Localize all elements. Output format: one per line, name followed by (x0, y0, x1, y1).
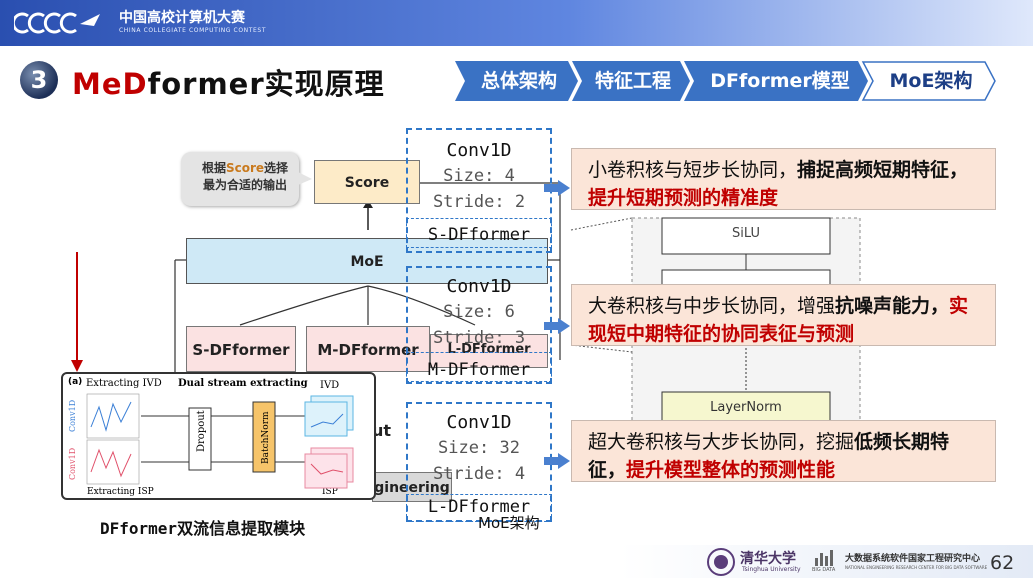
arrow-right-icon (544, 453, 570, 469)
page-number: 62 (990, 552, 1015, 574)
footer-bar (0, 545, 1033, 578)
callout3-part4: 提升模型整体的预测性能 (626, 459, 836, 481)
inset-isp: ISP (322, 487, 338, 497)
contest-logo-icon (14, 12, 100, 34)
callout2-part2: 抗噪声能力 (835, 295, 931, 317)
header-banner (0, 0, 1033, 46)
inset-ivd: IVD (320, 380, 340, 391)
university-name: 清华大学 (740, 551, 796, 567)
conv1-stride: Stride: 2 (432, 192, 526, 212)
callout-xlarge-kernel: 超大卷积核与大步长协同，挖掘低频长期特征，提升模型整体的预测性能 (571, 420, 996, 482)
score-node: Score (314, 160, 420, 204)
breadcrumb-item-moe[interactable]: MoE架构 (889, 70, 973, 92)
arrow-right-icon (544, 318, 570, 334)
inset-panel-label: (a) (68, 377, 83, 387)
inset-dropout-label: Dropout (196, 410, 207, 452)
conv1-title: Conv1D (446, 140, 512, 161)
conv2-size: Size: 6 (443, 302, 515, 322)
breadcrumb-item-overall[interactable]: 总体架构 (480, 70, 557, 92)
callout1-part2: 捕捉高频短期特征 (797, 159, 950, 181)
breadcrumb (455, 61, 996, 101)
layernorm-label: LayerNorm (710, 400, 782, 415)
inset-conv1d-bottom-label: Conv1D (68, 448, 77, 480)
conv3-size: Size: 32 (438, 438, 520, 458)
arrow-right-icon (544, 180, 570, 196)
l-dfformer-node: L-DFformer (430, 334, 548, 368)
callout1-part1: 小卷积核与短步长协同， (588, 159, 798, 181)
section-number-badge: 3 (20, 61, 58, 99)
conv-label-frame-large (406, 494, 552, 522)
callout-large-kernel: 大卷积核与中步长协同，增强抗噪声能力，实现短中期特征的协同表征与预测 (571, 284, 996, 346)
inset-extracting-ivd: Extracting IVD (86, 378, 162, 389)
research-center-name-en: NATIONAL ENGINEERING RESEARCH CENTER FOR… (845, 565, 988, 570)
output-node-partial: ut (372, 408, 412, 454)
big-data-bars-icon (815, 550, 833, 566)
callout1-part3: ， (949, 159, 969, 181)
breadcrumb-step-1-shape (455, 61, 578, 101)
callout1-part4: 提升短期预测的精准度 (588, 187, 779, 209)
inset-drawing: Conv1D Conv1D Dropout BatchNorm (68, 393, 354, 489)
conv-label-frame-small (406, 218, 552, 248)
conv-label-frame-medium (406, 352, 552, 382)
contest-subtitle: CHINA COLLEGIATE COMPUTING CONTEST (119, 27, 267, 34)
breadcrumb-item-dfformer[interactable]: DFformer模型 (710, 70, 850, 92)
tsinghua-seal-icon (707, 548, 735, 576)
bubble-tail-icon (298, 172, 312, 185)
moe-node: MoE (186, 238, 548, 284)
feature-engineering-node: gineering (372, 472, 452, 502)
conv3-stride: Stride: 4 (432, 464, 526, 484)
inset-batchnorm-label: BatchNorm (261, 411, 271, 464)
conv2-label: M-DFformer (427, 360, 531, 380)
conv1-label: S-DFformer (427, 225, 531, 245)
callout2-part4: 实现短中期特征的协同表征与预测 (588, 295, 969, 345)
m-dfformer-node: M-DFformer (306, 326, 430, 372)
score-note-line2: 最为合适的输出 (202, 178, 287, 192)
callout-small-kernel: 小卷积核与短步长协同，捕捉高频短期特征， 提升短期预测的精准度 (571, 148, 996, 210)
breadcrumb-step-2-shape (572, 61, 690, 101)
conv1-size: Size: 4 (443, 166, 515, 186)
inset-caption: DFformer双流信息提取模块 (100, 519, 306, 538)
breadcrumb-item-features[interactable]: 特征工程 (594, 70, 671, 92)
slide-title: MeDformer实现原理 (72, 61, 385, 103)
score-note-text: 根据Score选择 最为合适的输出 (190, 160, 300, 194)
research-center-name: 大数据系统软件国家工程研究中心 (845, 554, 981, 564)
callout3-part1: 超大卷积核与大步长协同，挖掘 (588, 431, 855, 453)
moe-architecture-caption: MoE架构 (478, 514, 540, 532)
breadcrumb-step-4-shape (861, 61, 996, 101)
score-note-part1: 根据 (201, 161, 226, 175)
title-rest: former实现原理 (147, 67, 385, 101)
inset-conv1d-top-label: Conv1D (68, 400, 77, 432)
callout3-part3: ， (607, 459, 627, 481)
university-name-en: Tsinghua University (742, 566, 801, 573)
conv2-stride: Stride: 3 (432, 328, 526, 348)
breadcrumb-step-3-shape (684, 61, 868, 101)
conv2-title: Conv1D (446, 276, 512, 297)
callout2-part1: 大卷积核与中步长协同，增强 (588, 295, 836, 317)
score-note-part2: 选择 (264, 161, 289, 175)
score-note-bubble (181, 152, 299, 206)
s-dfformer-node: S-DFformer (186, 326, 296, 372)
big-data-abbr: BIG DATA (812, 567, 836, 573)
conv3-label: L-DFformer (427, 497, 531, 517)
callout3-part2: 低频长期特征 (588, 431, 950, 481)
inset-dual-stream: Dual stream extracting (178, 378, 308, 389)
inset-extracting-isp: Extracting ISP (87, 487, 154, 497)
silu-label: SiLU (732, 226, 760, 241)
score-note-score: Score (225, 161, 265, 175)
contest-title: 中国高校计算机大赛 (119, 10, 245, 26)
title-highlight: MeD (72, 67, 148, 101)
conv3-title: Conv1D (446, 412, 512, 433)
callout2-part3: ， (930, 295, 950, 317)
